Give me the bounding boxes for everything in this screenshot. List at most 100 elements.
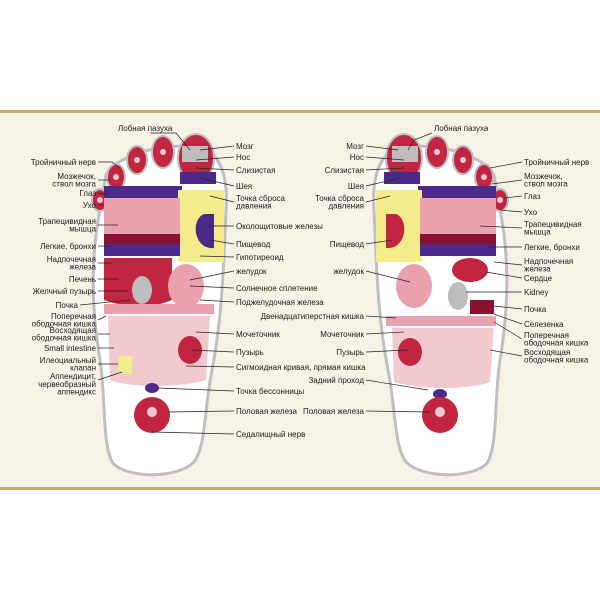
left_labels-label-14-line-0: Илеоциальный <box>40 356 96 365</box>
center_left_labels-label-3: Шея <box>199 177 252 191</box>
right_labels-leader-5 <box>479 225 523 229</box>
left_labels-label-3-line-0: Глаз <box>79 189 96 198</box>
center_left_labels-leader-12 <box>185 365 235 368</box>
center_left_labels-leader-4 <box>209 195 235 203</box>
right_labels-label-4-line-0: Ухо <box>524 208 538 217</box>
left_labels-leader-11 <box>97 315 107 321</box>
right_labels-leader-1 <box>489 161 523 169</box>
left-toe-base-band <box>104 186 182 198</box>
left_labels-label-5-line-1: мышца <box>69 225 96 234</box>
center_right_labels-label-1-line-0: Нос <box>350 153 364 162</box>
right_labels-label-3-line-0: Глаз <box>524 192 541 201</box>
center_left_labels-leader-10 <box>195 331 235 335</box>
center_left_labels-label-6: Пищевод <box>209 239 271 249</box>
left_labels-label-15-line-2: аппендикс <box>57 387 96 396</box>
right_labels-leader-8 <box>485 271 523 279</box>
left-toe-2-dot <box>160 149 166 155</box>
left_labels-label-4-line-0: Ухо <box>83 201 97 210</box>
right_labels-leader-11 <box>493 313 523 325</box>
right_labels-leader-7 <box>493 261 523 266</box>
stomach-label-line-0: желудок <box>236 267 267 276</box>
right_labels-label-7-line-1: железа <box>524 265 551 274</box>
center_left_labels-leader-7 <box>199 255 235 258</box>
center_left_labels-label-13: Точка бессонницы <box>157 387 304 396</box>
left_labels-label-2-line-0: Мозжечок, <box>57 172 96 181</box>
left-toe-4-dot <box>113 174 119 180</box>
left-toe-5-dot <box>97 197 103 203</box>
left_labels-label-0-line-0: Лобная пазуха <box>118 124 173 133</box>
right_labels-label-3: Глаз <box>503 192 541 201</box>
center_right_labels-label-10-line-0: Задний проход <box>308 376 364 385</box>
center_right_labels-label-11: Половая железа <box>303 407 431 416</box>
right_labels-label-0: Лобная пазуха <box>407 124 489 151</box>
center_left_labels-label-8-line-0: Солнечное сплетение <box>236 284 318 293</box>
labels-extra: желудок <box>189 267 267 281</box>
right-toe-3-dot <box>460 157 466 163</box>
center_right_labels-label-9-line-0: Пузырь <box>336 348 364 357</box>
center_right_labels-leader-10 <box>365 379 429 391</box>
center_left_labels-leader-3 <box>199 177 235 187</box>
center_left_labels-label-0-line-0: Мозг <box>236 142 254 151</box>
center_left_labels-label-8: Солнечное сплетение <box>189 284 318 293</box>
center_left_labels-label-10: Мочеточник <box>195 330 280 339</box>
right_labels-label-13-line-0: Восходящая <box>524 348 570 357</box>
right-spleen-zone <box>470 300 494 314</box>
left_labels-label-10: Почка <box>56 299 131 310</box>
right_labels-label-12-line-1: ободочная кишка <box>524 339 589 348</box>
right_labels-label-5-line-1: мышца <box>524 228 551 237</box>
center_left_labels-label-11-line-0: Пузырь <box>236 348 264 357</box>
left_labels-label-7-line-0: Надпочечная <box>47 255 96 264</box>
right_labels-label-8-line-0: Сердце <box>524 274 553 283</box>
center_right_labels-label-3-line-0: Шея <box>348 182 364 191</box>
center_right_labels-label-0-line-0: Мозг <box>346 142 364 151</box>
right_labels-label-9-line-0: Kidney <box>524 288 548 297</box>
center_left_labels-leader-13 <box>157 387 235 392</box>
right-toe-base-band <box>418 186 496 198</box>
center_left_labels-label-2-line-0: Слизистая <box>236 166 275 175</box>
left_labels-label-12-line-1: ободочная кишка <box>32 334 97 343</box>
right-bladder-zone <box>398 338 422 366</box>
center_left_labels-label-1: Нос <box>195 153 250 162</box>
left-neck-band <box>180 172 216 184</box>
left-stomach-zone <box>168 264 204 308</box>
center_right_labels-label-4-line-1: давления <box>328 202 364 211</box>
center_right_labels-label-6: желудок <box>333 267 411 283</box>
right_labels-label-7-line-0: Надпочечная <box>524 257 573 266</box>
right_labels-leader-10 <box>493 305 523 310</box>
left-insomnia-point <box>145 383 159 393</box>
left-toe-3-dot <box>134 157 140 163</box>
left_labels-label-10-line-0: Почка <box>56 301 79 310</box>
right_labels-label-2: Мозжечок,ствол мозга <box>491 172 568 189</box>
right-lung-zone <box>420 198 496 236</box>
left_labels-label-2: Мозжечок,ствол мозга <box>52 172 110 189</box>
left_labels-label-4: Ухо <box>83 201 104 210</box>
right-toe-2-dot <box>434 149 440 155</box>
center_left_labels-label-13-line-0: Точка бессонницы <box>236 387 304 396</box>
center_right_labels-label-4-line-0: Точка сброса <box>315 194 365 203</box>
right-neck-band <box>384 172 420 184</box>
center_right_labels-leader-1 <box>365 156 405 161</box>
center_left_labels-leader-15 <box>151 431 235 435</box>
center_left_labels-label-15-line-0: Седалищный нерв <box>236 430 305 439</box>
left_labels-label-11-line-1: ободочная кишка <box>32 320 97 329</box>
right-transverse-colon <box>386 316 496 326</box>
center_right_labels-label-1: Нос <box>350 153 405 162</box>
center_left_labels-leader-0 <box>199 145 235 151</box>
center_left_labels-leader-11 <box>191 349 235 353</box>
center_right_labels-leader-2 <box>365 167 405 171</box>
center_right_labels-label-5-line-0: Пищевод <box>330 240 365 249</box>
center_right_labels-label-2-line-0: Слизистая <box>325 166 364 175</box>
